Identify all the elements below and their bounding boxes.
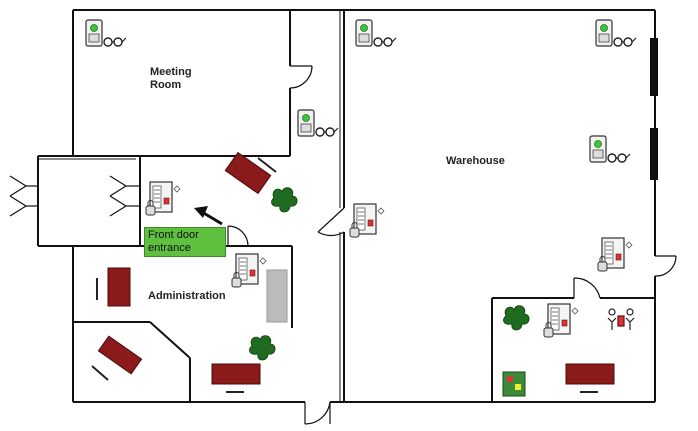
camera-icon bbox=[297, 109, 339, 137]
reader-icon bbox=[543, 303, 579, 338]
people-icon bbox=[607, 308, 635, 330]
plant-icon bbox=[249, 335, 276, 361]
camera-icon bbox=[589, 135, 631, 163]
desk-icon bbox=[211, 363, 261, 393]
camera-icon bbox=[595, 19, 637, 47]
room-label-warehouse: Warehouse bbox=[446, 155, 505, 167]
callout-line1: Front door bbox=[148, 229, 199, 241]
desk-icon bbox=[96, 267, 131, 307]
plant-icon bbox=[503, 305, 530, 331]
arrow-icon bbox=[194, 206, 223, 226]
desk-icon bbox=[224, 151, 277, 195]
room-label-administration: Administration bbox=[148, 290, 226, 302]
reader-icon bbox=[231, 253, 267, 288]
walls bbox=[37, 9, 656, 403]
desk-icon bbox=[91, 335, 143, 381]
callout-line2: entrance bbox=[148, 242, 191, 254]
plant-icon bbox=[271, 187, 298, 213]
partition-screen bbox=[266, 269, 288, 323]
wall-segment bbox=[650, 38, 658, 96]
camera-icon bbox=[85, 19, 127, 47]
front-door-callout: Front door entrance bbox=[144, 227, 226, 257]
reader-icon bbox=[145, 181, 181, 216]
reader-icon bbox=[597, 237, 633, 272]
desk-icon bbox=[565, 363, 615, 393]
reader-icon bbox=[349, 203, 385, 238]
camera-icon bbox=[355, 19, 397, 47]
wall-segment bbox=[650, 128, 658, 180]
room-label-meeting: Meeting Room bbox=[150, 66, 192, 91]
doors bbox=[9, 65, 677, 425]
panel-icon bbox=[502, 371, 526, 397]
